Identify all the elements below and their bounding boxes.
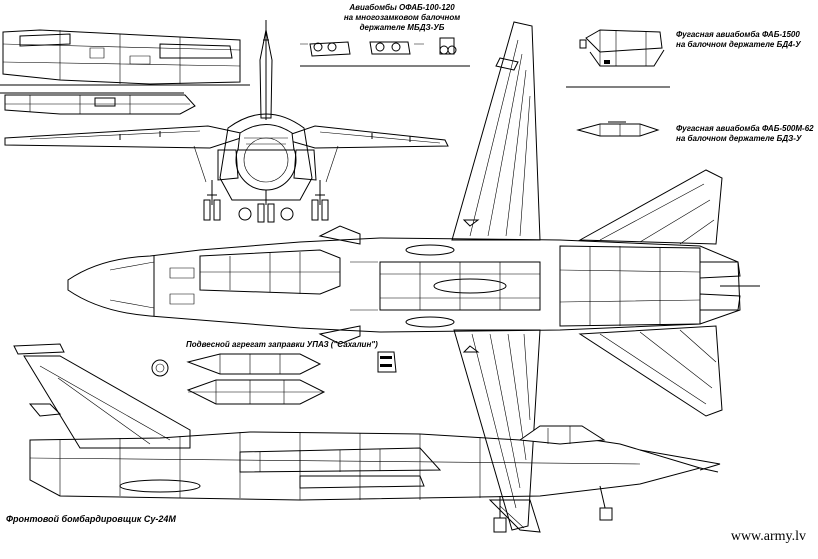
aircraft-title: Фронтовой бомбардировщик Су-24М (6, 514, 176, 524)
separator-lines (0, 66, 670, 93)
side-view (14, 344, 720, 532)
fab1500-caption-line2: на балочном держателе БД4-У (676, 40, 801, 49)
upaz-caption: Подвесной агрегат заправки УПАЗ ("Сахали… (186, 340, 378, 349)
fab1500-caption-line1: Фугасная авиабомба ФАБ-1500 (676, 30, 800, 39)
upper-side-fragment (3, 30, 240, 84)
lower-side-fragment (5, 95, 195, 114)
fab500-caption: Фугасная авиабомба ФАБ-500М-62 на балочн… (676, 124, 814, 144)
upaz-pod (152, 352, 396, 404)
fab500-caption-line2: на балочном держателе БДЗ-У (676, 134, 802, 143)
ofab-caption: Авиабомбы ОФАБ-100-120 на многозамковом … (316, 3, 488, 33)
mbdz-rack-stores (300, 38, 456, 56)
front-view (5, 20, 448, 222)
ofab-caption-line1: Авиабомбы ОФАБ-100-120 (349, 3, 455, 12)
fab500-caption-line1: Фугасная авиабомба ФАБ-500М-62 (676, 124, 814, 133)
watermark: www.army.lv (730, 529, 806, 544)
fab-1500-bomb (580, 30, 664, 66)
plan-view (68, 22, 760, 530)
fab-500-bomb (578, 122, 658, 136)
ofab-caption-line2: на многозамковом балочном (343, 13, 461, 22)
ofab-caption-line3: держателе МБДЗ-УБ (359, 23, 445, 32)
fab1500-caption: Фугасная авиабомба ФАБ-1500 на балочном … (676, 30, 801, 50)
